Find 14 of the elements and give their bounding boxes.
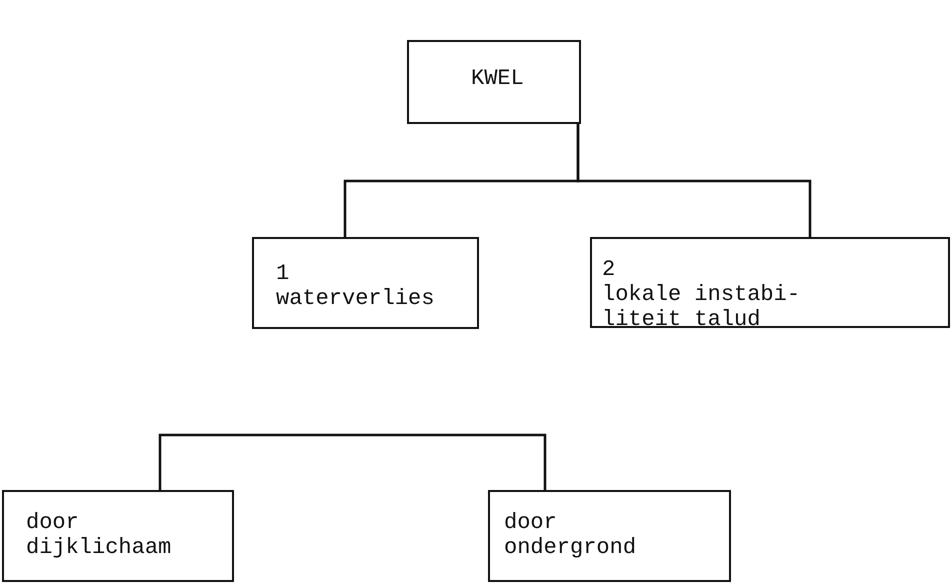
process-box <box>252 237 479 329</box>
connector-line <box>158 434 546 490</box>
box-text: door dijklichaam <box>26 510 172 560</box>
box-number: 1 <box>276 261 290 286</box>
connector-line <box>576 124 812 237</box>
process-box <box>407 40 581 124</box>
process-box <box>2 490 234 582</box>
box-text: KWEL <box>471 66 525 91</box>
box-text: lokale instabi- liteit talud <box>602 282 802 332</box>
box-text: waterverlies <box>276 286 436 311</box>
process-box <box>488 490 731 582</box>
box-text: door ondergrond <box>504 510 638 560</box>
box-number: 2 <box>602 257 616 282</box>
process-box <box>590 237 950 328</box>
